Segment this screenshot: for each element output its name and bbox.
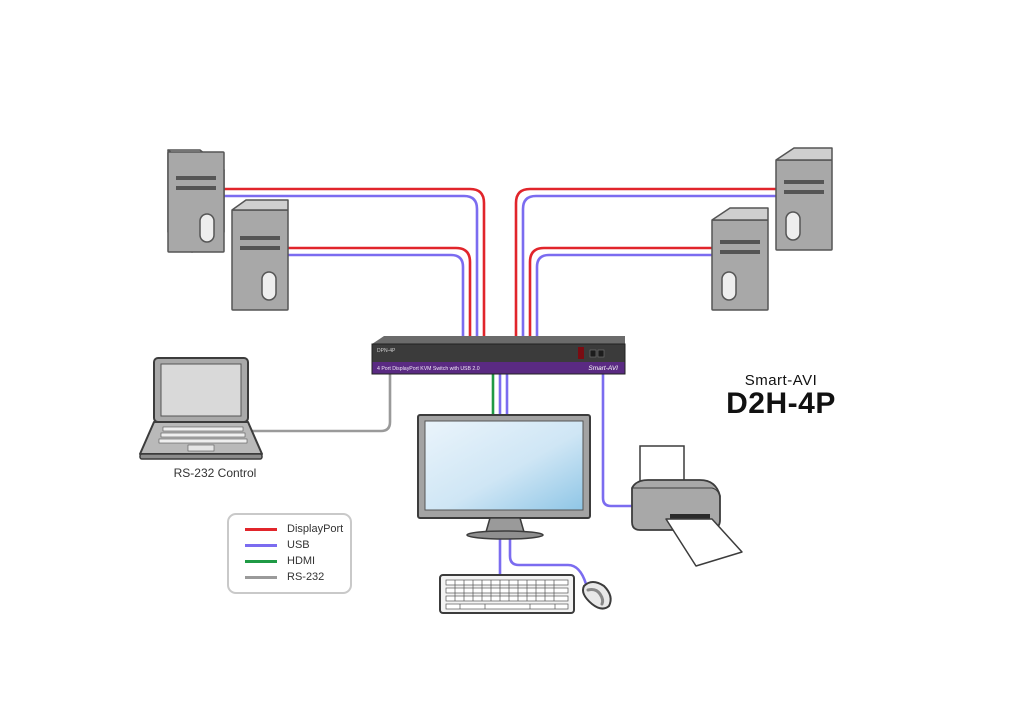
cable-displayport-tower-right-1	[514, 187, 778, 340]
cable-usb-tower-left-2	[286, 253, 465, 340]
cable-usb-tower-right-1	[521, 194, 778, 340]
monitor	[417, 414, 591, 540]
legend-item-hdmi: HDMI	[245, 555, 315, 569]
legend-item-rs232: RS-232	[245, 571, 324, 585]
legend-swatch-displayport	[245, 527, 277, 531]
laptop	[139, 357, 263, 460]
keyboard	[439, 574, 575, 614]
cable-usb-printer	[601, 370, 636, 508]
cable-usb-tower-left-1	[222, 194, 479, 340]
model-name: D2H-4P	[726, 387, 836, 420]
switch-display	[578, 347, 584, 359]
cable-rs232-laptop	[250, 370, 392, 433]
legend-label-rs232: RS-232	[287, 571, 325, 583]
monitor-screen	[424, 420, 584, 511]
laptop-caption: RS-232 Control	[173, 466, 257, 480]
legend-swatch-rs232	[245, 575, 277, 579]
tower-left-1-front	[167, 151, 225, 253]
legend: DisplayPort USB HDMI RS-232	[227, 513, 352, 594]
cable-displayport-tower-left-2	[286, 246, 472, 340]
switch-brand-label: Smart-AVI	[588, 365, 618, 372]
kvm-switch: DPN-4P 4 Port DisplayPort KVM Switch wit…	[371, 336, 626, 375]
legend-swatch-hdmi	[245, 559, 277, 563]
switch-description: 4 Port DisplayPort KVM Switch with USB 2…	[377, 366, 480, 372]
legend-swatch-usb	[245, 543, 277, 547]
switch-model-tag: DPN-4P	[377, 348, 396, 354]
tower-left-2	[231, 199, 289, 311]
switch-port-2	[597, 349, 605, 358]
keyboard-keys	[445, 579, 569, 610]
tower-right-2	[711, 207, 769, 311]
tower-right-1	[775, 147, 833, 251]
brand-block: Smart-AVI D2H-4P	[706, 372, 856, 421]
cable-usb-tower-right-2	[535, 253, 714, 340]
legend-label-displayport: DisplayPort	[287, 523, 344, 535]
laptop-keys	[158, 426, 248, 444]
legend-item-displayport: DisplayPort	[245, 523, 343, 537]
printer	[631, 445, 743, 567]
legend-label-hdmi: HDMI	[287, 555, 316, 567]
cables	[222, 187, 778, 586]
switch-port-1	[589, 349, 597, 358]
cable-displayport-tower-left-1	[222, 187, 486, 340]
mouse	[582, 581, 612, 610]
cable-displayport-tower-right-2	[528, 246, 714, 340]
brand-name: Smart-AVI	[744, 372, 818, 389]
laptop-touchpad	[187, 444, 215, 452]
legend-item-usb: USB	[245, 539, 310, 553]
legend-label-usb: USB	[287, 539, 310, 551]
cable-usb-mouse	[508, 530, 588, 586]
